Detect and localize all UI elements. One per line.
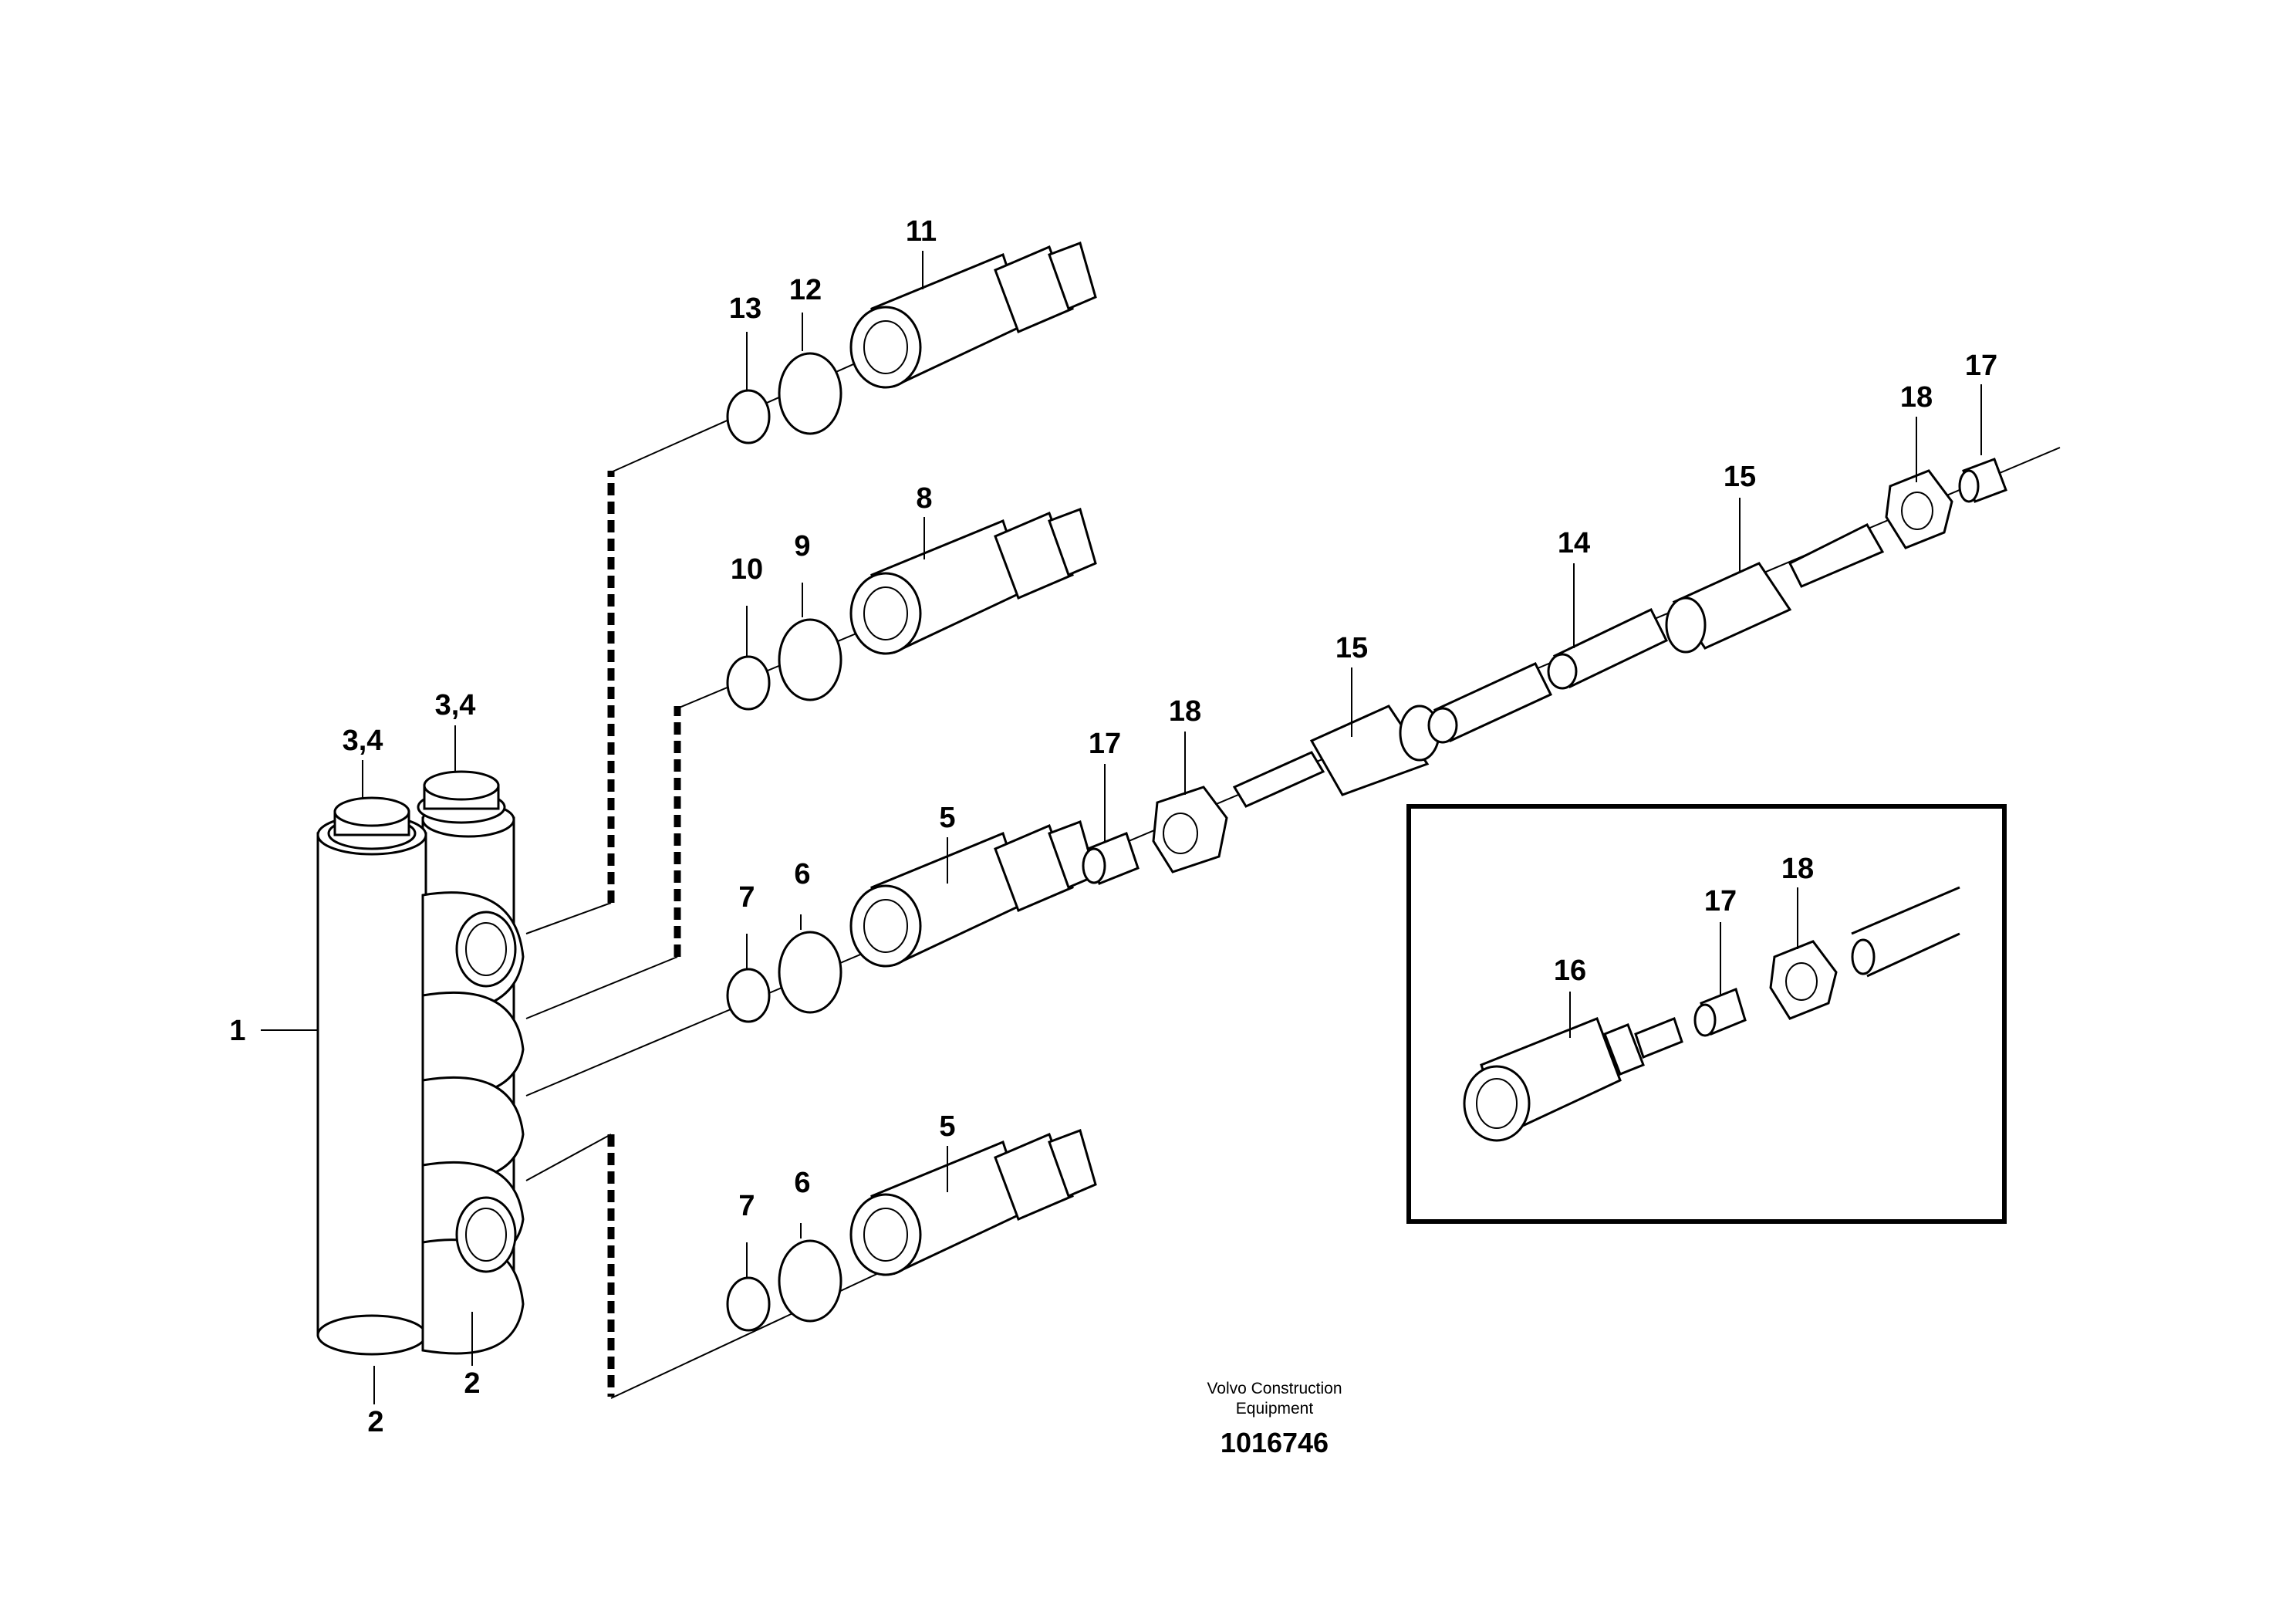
doc-number: 1016746 (1221, 1427, 1329, 1458)
hose-end-15-left (1232, 705, 1440, 808)
hose-lines (525, 471, 681, 1397)
credit-block: Volvo Construction Equipment 1016746 (1207, 1380, 1342, 1458)
callout-labels: 1 2 2 3,4 3,4 5 5 6 6 7 7 8 9 10 11 12 1… (229, 215, 1997, 1438)
manifold-block (316, 801, 525, 1356)
nut-18-main (1152, 786, 1228, 874)
nut-18-inset (1769, 940, 1838, 1020)
callout-3-4-left: 3,4 (343, 725, 383, 757)
plug-left (327, 796, 417, 850)
callout-18-top: 18 (1900, 381, 1933, 414)
sleeve-17-inset (1693, 987, 1747, 1037)
credit-line-1: Volvo Construction (1207, 1380, 1342, 1397)
callout-14: 14 (1558, 527, 1590, 559)
callout-10: 10 (731, 553, 763, 586)
fitting-5-lower (849, 1129, 1097, 1276)
callout-13: 13 (729, 292, 761, 325)
callout-9: 9 (794, 530, 810, 563)
nut-18-top (1885, 469, 1953, 549)
callout-12: 12 (789, 274, 822, 306)
callout-7-lower: 7 (738, 1190, 755, 1222)
leader-lines (261, 251, 1982, 1404)
callout-18-main: 18 (1169, 695, 1201, 728)
callout-6-upper: 6 (794, 858, 810, 890)
callout-17-main: 17 (1089, 728, 1121, 760)
callout-18-inset: 18 (1781, 853, 1814, 885)
fitting-16 (1463, 1017, 1683, 1142)
tube-14-right (1547, 608, 1669, 690)
callout-11: 11 (906, 215, 937, 248)
sleeve-17-top (1958, 458, 2007, 503)
fitting-8 (849, 508, 1097, 655)
sleeve-17-main (1082, 832, 1140, 885)
hose-end-15-right (1665, 523, 1885, 654)
callout-15-left: 15 (1335, 632, 1368, 664)
callout-3-4-right: 3,4 (435, 689, 476, 721)
callout-16: 16 (1554, 955, 1586, 987)
callout-6-lower: 6 (794, 1167, 810, 1199)
callout-8: 8 (916, 482, 932, 515)
tube-inset (1851, 886, 1960, 978)
inset-detail (1406, 804, 2007, 1224)
callout-5-upper: 5 (939, 802, 955, 834)
o-rings (726, 352, 842, 1332)
callout-1: 1 (229, 1015, 245, 1047)
callout-7-upper: 7 (738, 881, 755, 914)
fitting-5-upper (849, 820, 1097, 968)
callout-15-right: 15 (1724, 461, 1756, 493)
callout-2-left: 2 (367, 1406, 383, 1438)
credit-line-2: Equipment (1236, 1400, 1314, 1418)
plug-right (417, 770, 506, 824)
callout-17-top: 17 (1965, 350, 1997, 382)
callout-17-inset: 17 (1704, 885, 1737, 917)
fitting-11 (849, 242, 1097, 389)
callout-5-lower: 5 (939, 1110, 955, 1143)
tube-14-left (1427, 662, 1553, 744)
callout-2-right: 2 (464, 1367, 480, 1400)
